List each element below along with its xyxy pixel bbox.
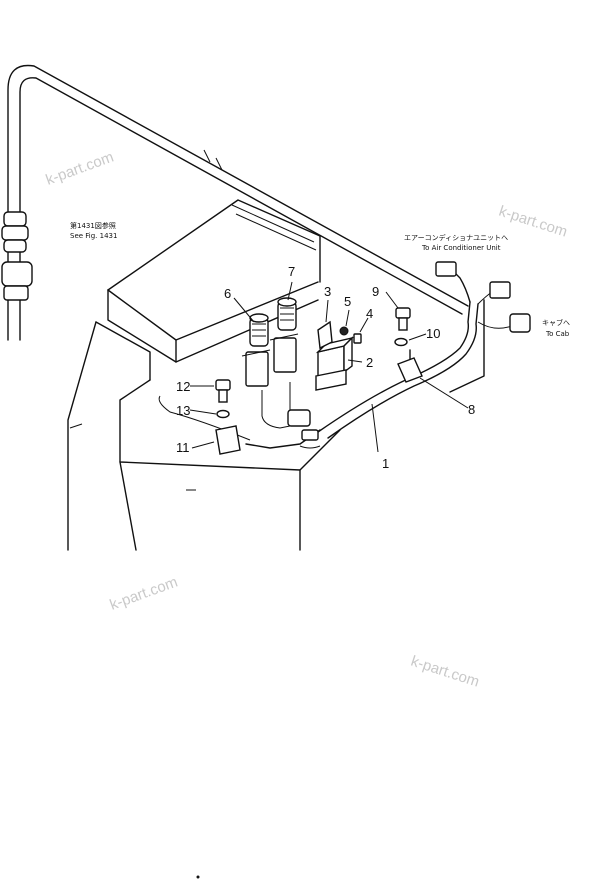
callout-11: 11: [176, 440, 190, 455]
washer-13: [216, 409, 230, 419]
ac-connector-1: [435, 261, 457, 277]
ground-clamp-11: [215, 425, 241, 455]
destination-notes: エアーコンディショナユニットへ To Air Conditioner Unit …: [404, 233, 570, 338]
callout-10: 10: [426, 326, 440, 341]
washer-10: [394, 337, 408, 347]
callout-8: 8: [468, 402, 475, 417]
callout-5: 5: [344, 294, 351, 309]
cab-en: To Cab: [545, 330, 570, 338]
callout-13: 13: [176, 403, 190, 418]
reference-en: See Fig. 1431: [70, 232, 117, 240]
machine-body: [67, 199, 485, 551]
bolt-12: [215, 379, 231, 403]
relay: [315, 336, 355, 391]
callout-9: 9: [372, 284, 379, 299]
lamp-socket-6: [241, 313, 271, 387]
callout-12: 12: [176, 379, 190, 394]
page-dot: [196, 875, 200, 879]
clamp-8: [397, 357, 423, 383]
watermark-1: k-part.com: [44, 149, 116, 189]
pipe-fitting: [1, 211, 33, 301]
callout-numbers: 1 2 3 4 5 6 7 8 9 10 11 12 13: [176, 264, 475, 471]
leader-lines: [189, 281, 469, 453]
callout-4: 4: [366, 306, 373, 321]
bracket: [317, 320, 333, 350]
callout-7: 7: [288, 264, 295, 279]
reference-jp: 第1431図参照: [70, 221, 116, 230]
bolt-9: [395, 307, 411, 331]
air-conditioner-en: To Air Conditioner Unit: [421, 244, 501, 252]
figure-reference-note: 第1431図参照 See Fig. 1431: [70, 221, 117, 240]
watermark-4: k-part.com: [409, 653, 482, 691]
screw-small: [339, 326, 362, 344]
watermark-3: k-part.com: [108, 574, 180, 614]
harness-connectors: [435, 261, 531, 333]
callout-6: 6: [224, 286, 231, 301]
callout-2: 2: [366, 355, 373, 370]
harness-clamps: [287, 409, 319, 441]
callout-1: 1: [382, 456, 389, 471]
cab-connector: [509, 313, 531, 333]
callout-3: 3: [324, 284, 331, 299]
refrigerant-pipe: [1, 64, 469, 341]
ac-connector-2: [489, 281, 511, 299]
lamp-socket-7: [269, 297, 299, 373]
air-conditioner-jp: エアーコンディショナユニットへ: [404, 233, 508, 242]
cab-jp: キャブへ: [542, 318, 570, 327]
